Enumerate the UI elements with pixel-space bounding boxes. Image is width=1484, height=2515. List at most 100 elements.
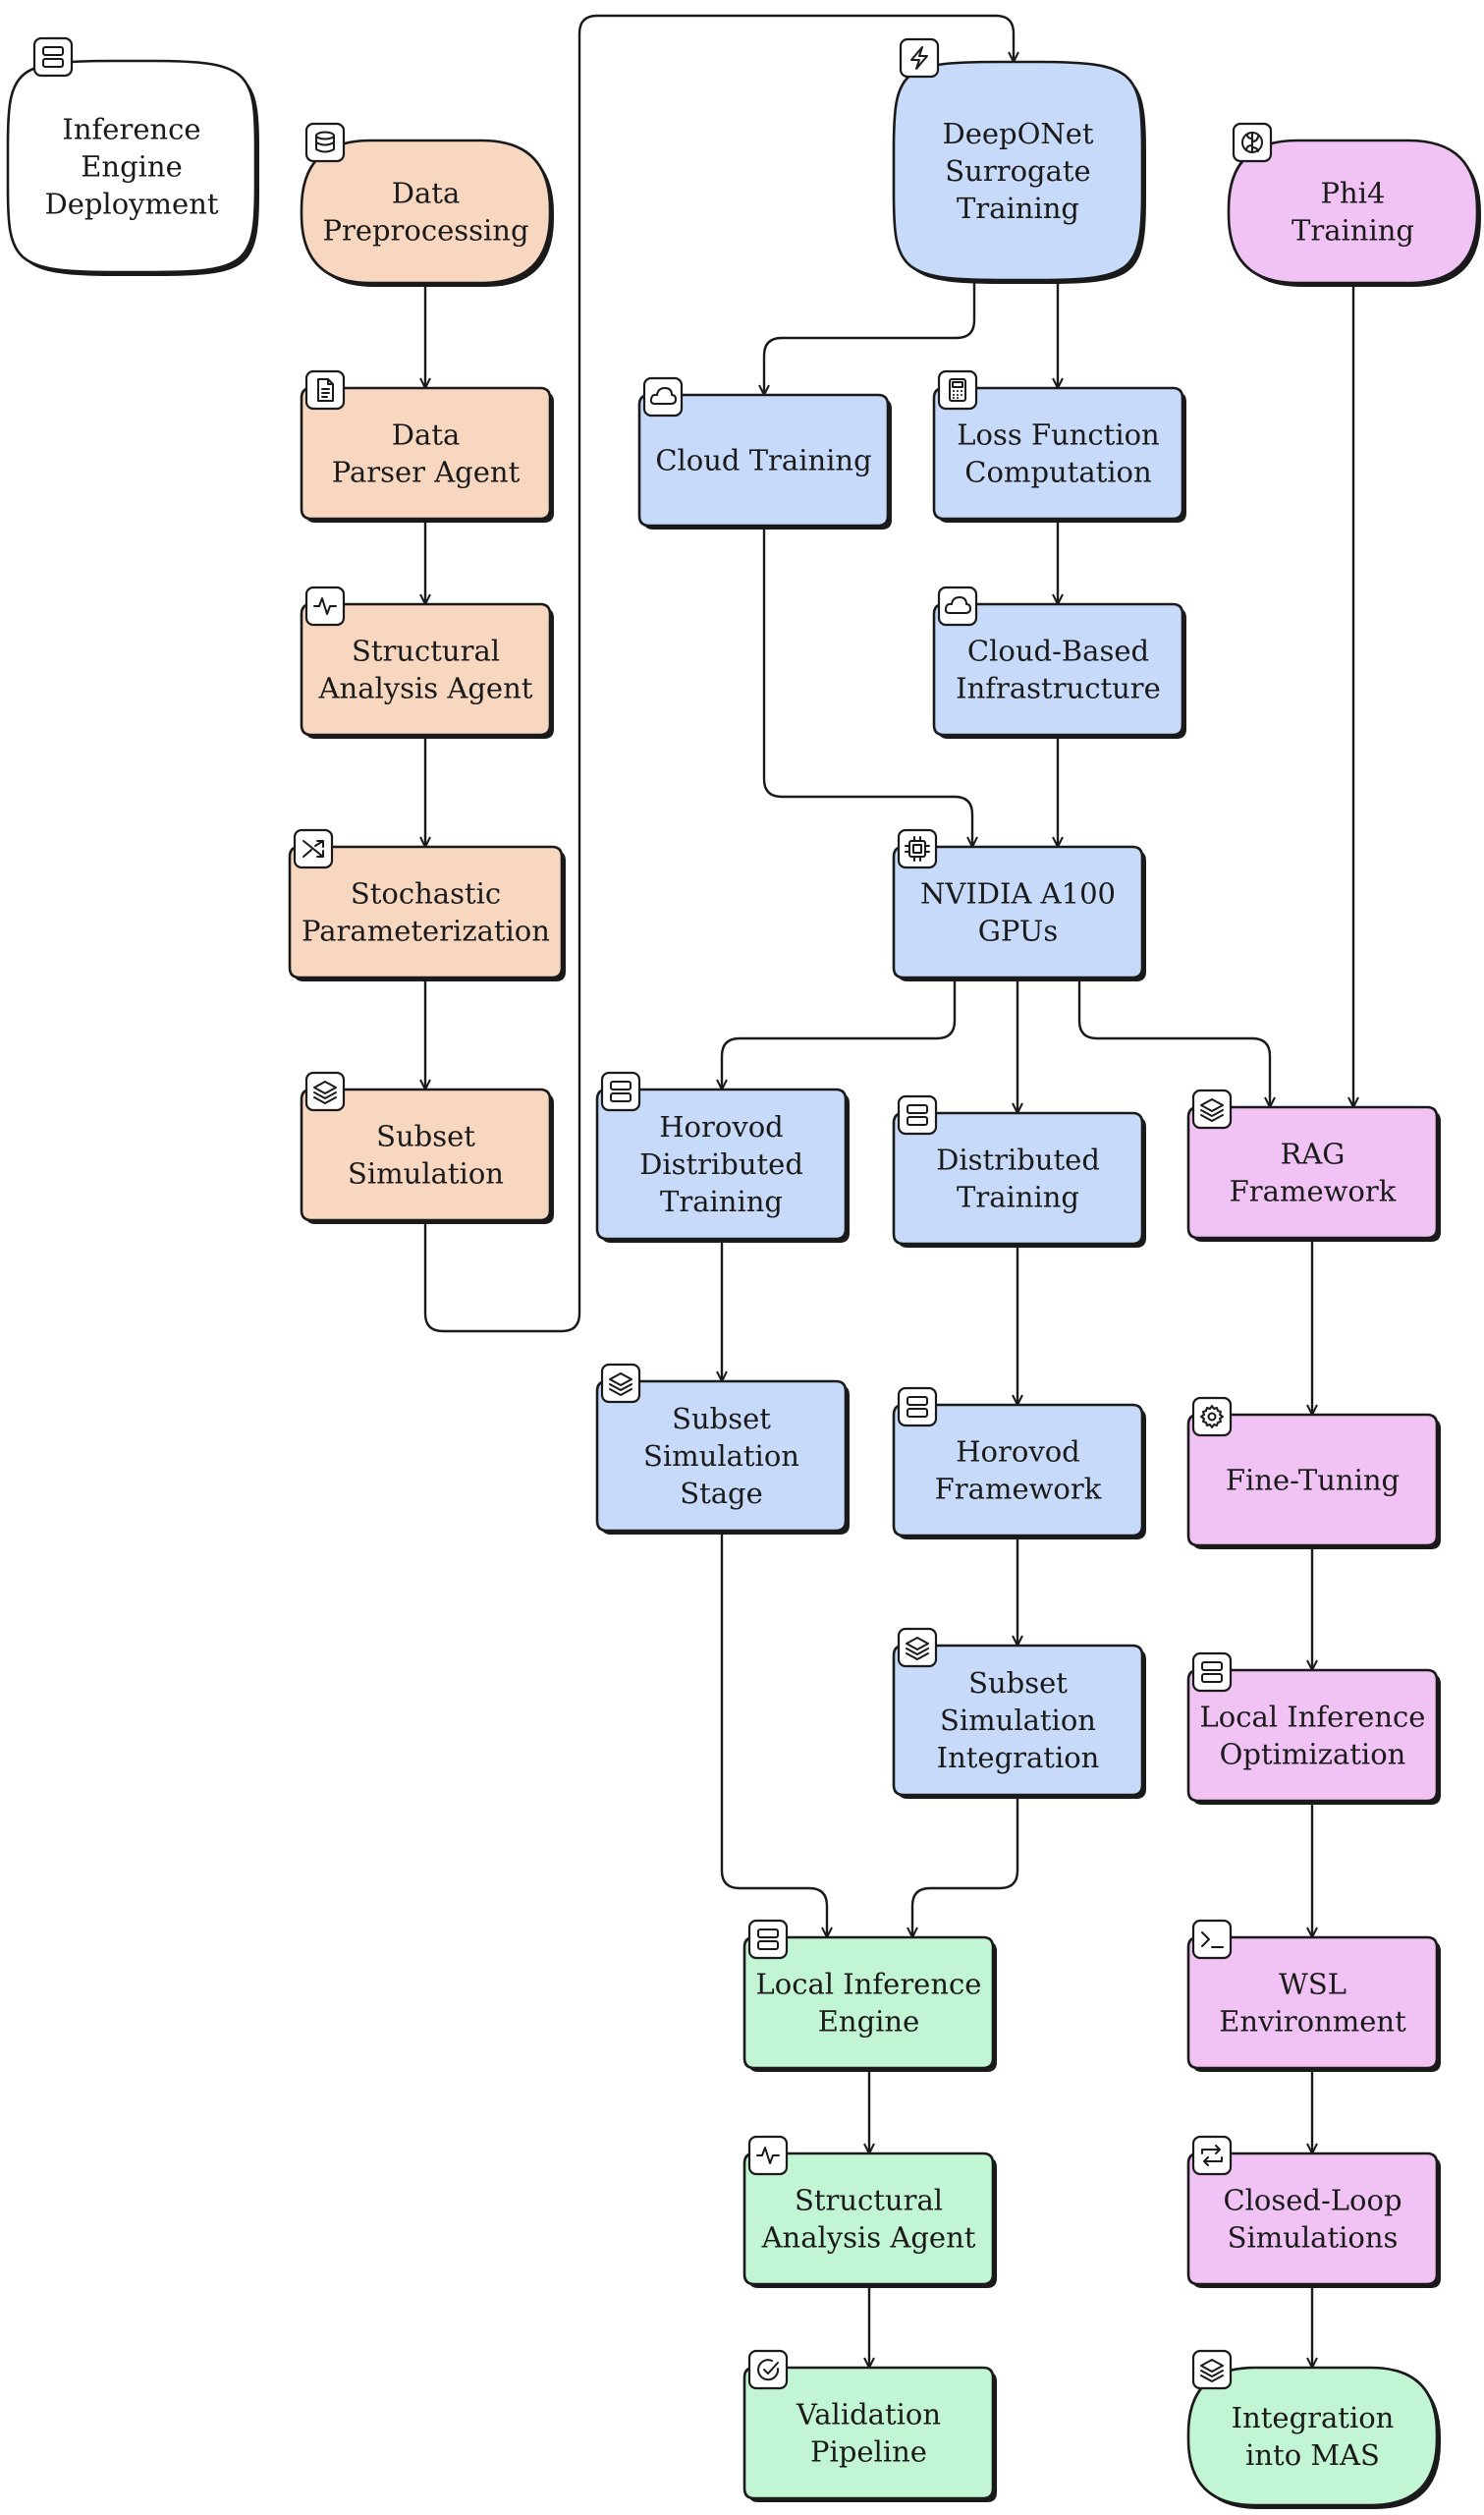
node-label-line: Simulation xyxy=(940,1704,1096,1737)
node-label-line: Parameterization xyxy=(302,915,550,948)
node-label-line: Surrogate xyxy=(945,154,1090,188)
cpu-icon xyxy=(897,828,938,869)
node-shape xyxy=(892,1111,1144,1246)
node-label-line: NVIDIA A100 xyxy=(920,877,1116,911)
activity-icon xyxy=(747,2135,789,2176)
node-label-line: Simulation xyxy=(348,1157,504,1191)
node-label-line: Data xyxy=(392,177,460,210)
node-label-line: Subset xyxy=(376,1120,475,1153)
brain-icon xyxy=(1232,122,1273,163)
terminal-icon xyxy=(1191,1919,1233,1960)
node-label-line: Validation xyxy=(796,2398,941,2431)
node-label-line: Engine xyxy=(81,150,183,184)
layers-icon xyxy=(304,1071,346,1112)
node-label-line: Structural xyxy=(352,635,500,668)
node-label-line: Analysis Agent xyxy=(318,672,533,705)
node-label-line: Optimization xyxy=(1220,1738,1406,1771)
node-shape xyxy=(742,2152,995,2286)
layers-icon xyxy=(897,1627,938,1668)
node-shape xyxy=(1186,2366,1439,2507)
node-label-line: Data xyxy=(392,419,460,452)
node-shape xyxy=(1186,1413,1439,1547)
node-label-line: Infrastructure xyxy=(956,672,1161,705)
server-icon xyxy=(1191,1651,1233,1693)
node-label-line: Integration xyxy=(1232,2401,1395,2434)
node-label-line: Framework xyxy=(1230,1175,1397,1208)
node-label-line: Local Inference xyxy=(756,1968,982,2001)
check-circle-icon xyxy=(747,2349,789,2390)
node-shape xyxy=(595,1379,848,1533)
node-label-line: Inference xyxy=(62,113,200,146)
node-label-line: Preprocessing xyxy=(322,214,528,248)
gear-icon xyxy=(1191,1396,1233,1437)
node-label-line: Distributed xyxy=(936,1144,1100,1177)
node-shape xyxy=(1186,2152,1439,2286)
edge-cloud-training-to-nvidia-a100-gpus xyxy=(762,528,978,848)
edge-subset-simulation-stage-to-local-inference-engine xyxy=(720,1533,833,1938)
file-text-icon xyxy=(304,369,346,411)
node-label-line: Computation xyxy=(964,456,1151,489)
node-shape xyxy=(892,1403,1144,1537)
node-fine-tuning: Fine-Tuning xyxy=(1186,1396,1441,1549)
server-icon xyxy=(897,1094,938,1136)
node-label-line: into MAS xyxy=(1245,2438,1380,2472)
node-shape xyxy=(300,602,552,737)
node-label-line: GPUs xyxy=(978,915,1059,948)
node-label-line: Integration xyxy=(937,1741,1100,1774)
edge-subset-simulation-to-deeponet-surrogate-training xyxy=(423,14,1019,1333)
node-label-line: Environment xyxy=(1219,2005,1406,2039)
node-label-line: Loss Function xyxy=(957,419,1159,452)
node-shape xyxy=(288,845,564,979)
edges-layer xyxy=(419,14,1359,2369)
node-shape xyxy=(300,1088,552,1222)
node-label-line: Structural xyxy=(795,2184,943,2217)
node-shape xyxy=(932,386,1184,521)
layers-icon xyxy=(1191,1089,1233,1130)
node-shape xyxy=(300,139,552,285)
server-icon xyxy=(747,1919,789,1960)
node-label-line: Training xyxy=(660,1185,783,1218)
layers-icon xyxy=(1191,2349,1233,2390)
node-shape xyxy=(637,393,890,528)
server-icon xyxy=(600,1071,641,1112)
node-label-line: Analysis Agent xyxy=(761,2221,976,2255)
node-label-line: Stage xyxy=(680,1477,763,1510)
node-label-line: Subset xyxy=(968,1666,1068,1700)
node-wsl-environment: WSL Environment xyxy=(1186,1919,1441,2072)
node-label-line: RAG xyxy=(1281,1138,1346,1171)
node-shape xyxy=(892,845,1144,979)
node-shape xyxy=(1186,1668,1439,1803)
node-label-line: Deployment xyxy=(44,188,218,221)
edge-subset-simulation-integration-to-local-inference-engine xyxy=(907,1797,1019,1938)
node-label-line: Cloud Training xyxy=(655,444,871,477)
node-shape xyxy=(932,602,1184,737)
shuffle-icon xyxy=(293,828,334,869)
edge-deeponet-surrogate-training-to-cloud-training xyxy=(758,278,976,396)
node-label-line: Simulations xyxy=(1228,2221,1399,2255)
node-label-line: WSL xyxy=(1279,1968,1347,2001)
node-label-line: Local Inference xyxy=(1200,1701,1426,1734)
node-label-line: Subset xyxy=(672,1402,771,1435)
edge-nvidia-a100-gpus-to-rag-framework xyxy=(1077,979,1276,1108)
node-shape xyxy=(742,1935,995,2070)
node-label-line: Phi4 xyxy=(1321,177,1386,210)
cloud-icon xyxy=(937,586,978,627)
node-label-line: Distributed xyxy=(639,1147,803,1181)
node-shape xyxy=(595,1088,848,1241)
node-label-line: Stochastic xyxy=(351,877,501,911)
